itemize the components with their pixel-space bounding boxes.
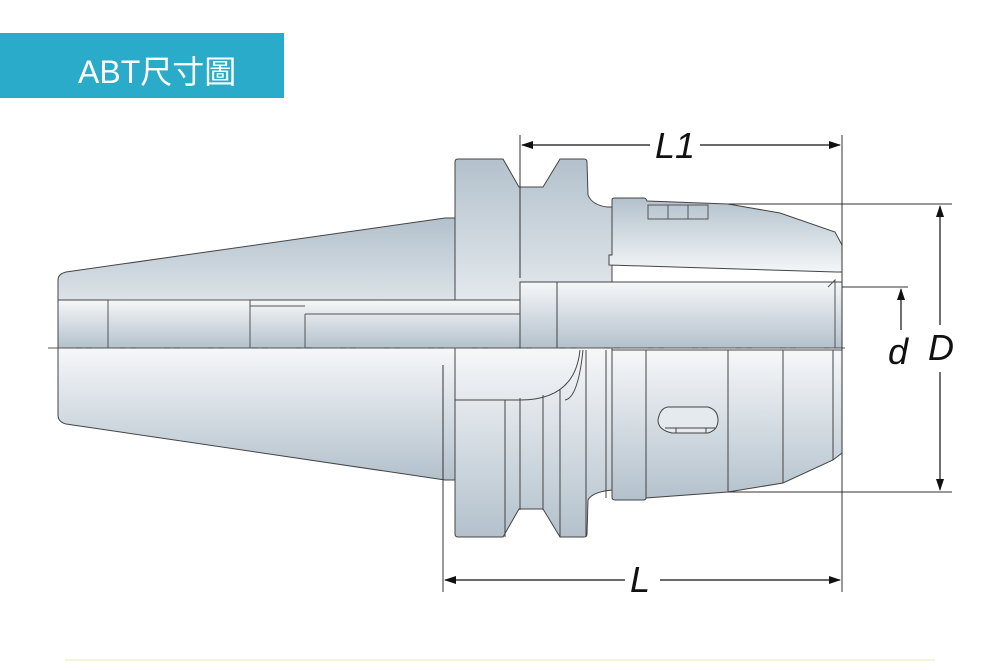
dim-label-D: D	[928, 327, 954, 368]
dim-label-d: d	[888, 331, 909, 372]
nut-top	[608, 197, 843, 273]
title-banner: ABT尺寸圖	[0, 33, 284, 98]
key-slot	[657, 406, 719, 434]
footer-divider	[65, 659, 935, 661]
flange-bottom	[454, 347, 613, 538]
bore-top	[519, 281, 843, 349]
title-text: ABT尺寸圖	[78, 54, 237, 90]
dim-label-L: L	[630, 559, 650, 600]
taper-bottom	[57, 347, 456, 481]
nut-bottom	[611, 349, 843, 501]
dim-label-L1: L1	[655, 125, 695, 166]
